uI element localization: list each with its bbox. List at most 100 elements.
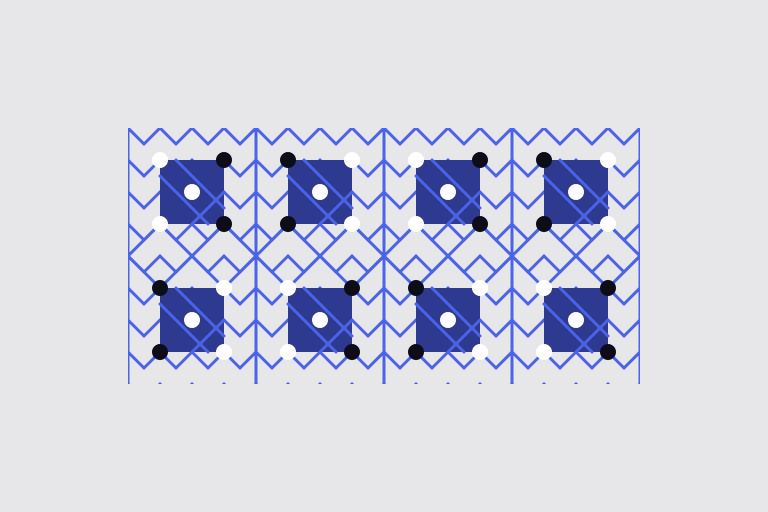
chevron-line <box>430 222 450 242</box>
chevron-line <box>464 64 480 80</box>
chevron-line <box>558 222 578 242</box>
white-dot <box>472 280 488 296</box>
chevron-line <box>160 416 176 432</box>
chevron-line <box>256 96 272 112</box>
chevron-line <box>382 318 402 338</box>
chevron-line <box>592 416 608 432</box>
chevron-line <box>510 286 530 306</box>
chevron-line <box>366 350 386 370</box>
chevron-line <box>320 416 336 432</box>
chevron-line <box>174 128 194 146</box>
line-lattice <box>128 64 640 432</box>
chevron-line <box>445 382 450 384</box>
chevron-line <box>176 64 192 80</box>
diagonal-overlays <box>158 158 610 354</box>
center-dot <box>312 184 328 200</box>
chevron-line <box>238 190 258 210</box>
chevron-line <box>398 128 418 146</box>
chevron-line <box>509 382 514 384</box>
chevron-line <box>128 190 146 210</box>
chevron-line <box>192 96 208 112</box>
black-dot <box>600 344 616 360</box>
tile-diagonal <box>446 190 482 226</box>
chevron-line <box>128 382 131 384</box>
chevron-line <box>590 254 610 274</box>
chevron-line <box>608 416 624 432</box>
chevron-line <box>382 222 402 242</box>
chevron-line <box>432 64 448 80</box>
white-dot <box>344 216 360 232</box>
chevron-line <box>144 416 160 432</box>
white-dot <box>472 344 488 360</box>
chevron-line <box>478 128 498 146</box>
chevron-line <box>256 416 272 432</box>
chevron-line <box>238 350 258 370</box>
tile-diagonal <box>190 190 226 226</box>
chevron-line <box>494 350 514 370</box>
chevron-line <box>574 222 594 242</box>
tile-diagonal <box>190 318 226 354</box>
white-dot <box>536 344 552 360</box>
center-dot <box>568 312 584 328</box>
tile-diagonal <box>446 318 482 354</box>
chevron-line <box>286 254 306 274</box>
chevron-line <box>622 190 640 210</box>
chevron-line <box>288 64 304 80</box>
chevron-line <box>624 96 640 112</box>
chevron-line <box>270 254 290 274</box>
chevron-line <box>478 318 498 338</box>
chevron-line <box>496 416 512 432</box>
chevron-line <box>144 64 160 80</box>
black-dot <box>344 344 360 360</box>
chevron-line <box>576 416 592 432</box>
black-dot <box>600 280 616 296</box>
chevron-line <box>350 190 370 210</box>
chevron-line <box>366 128 386 146</box>
chevron-line <box>414 128 434 146</box>
chevron-line <box>128 222 146 242</box>
chevron-line <box>416 96 432 112</box>
chevron-line <box>270 190 290 210</box>
chevron-line <box>304 416 320 432</box>
chevron-line <box>288 96 304 112</box>
chevron-line <box>272 416 288 432</box>
black-dot <box>216 152 232 168</box>
chevron-line <box>464 416 480 432</box>
chevron-line <box>142 318 162 338</box>
chevron-line <box>526 318 546 338</box>
chevron-line <box>510 158 530 178</box>
chevron-line <box>526 254 546 274</box>
chevron-line <box>238 158 258 178</box>
chevron-line <box>254 382 259 384</box>
chevron-line <box>366 158 386 178</box>
chevron-line <box>398 254 418 274</box>
chevron-line <box>254 350 274 370</box>
white-dot <box>408 216 424 232</box>
chevron-line <box>430 128 450 146</box>
chevron-line <box>606 318 626 338</box>
chevron-line <box>384 416 400 432</box>
chevron-line <box>606 128 626 146</box>
chevron-line <box>350 318 370 338</box>
chevron-line <box>622 350 640 370</box>
chevron-line <box>253 382 258 384</box>
chevron-line <box>541 382 546 384</box>
chevron-line <box>254 318 274 338</box>
black-dot <box>344 280 360 296</box>
chevron-line <box>414 254 434 274</box>
chevron-line <box>558 128 578 146</box>
chevron-line <box>446 382 451 384</box>
chevron-line <box>558 350 578 370</box>
chevron-line <box>270 128 290 146</box>
chevron-line <box>448 416 464 432</box>
chevron-line <box>318 222 338 242</box>
chevron-line <box>190 222 210 242</box>
chevron-line <box>382 350 402 370</box>
chevron-line <box>206 254 226 274</box>
black-dot <box>152 280 168 296</box>
chevron-line <box>240 416 256 432</box>
chevron-line <box>286 128 306 146</box>
chevron-line <box>478 190 498 210</box>
